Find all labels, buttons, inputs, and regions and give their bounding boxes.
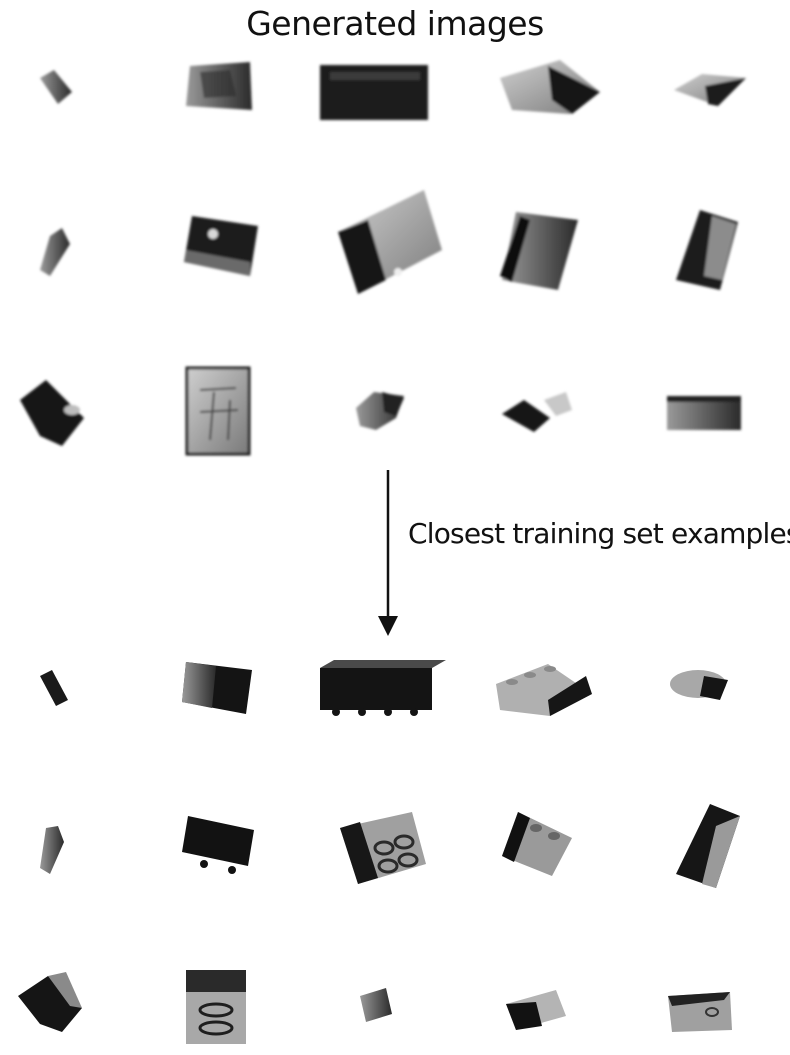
generated-image [338, 190, 442, 294]
generated-image [185, 366, 251, 456]
figure-title: Generated images [246, 4, 544, 43]
training-example [40, 826, 64, 874]
training-example [320, 660, 446, 716]
generated-image [500, 212, 578, 290]
down-arrow [378, 470, 398, 636]
generated-image [674, 74, 746, 106]
generated-image [320, 65, 428, 120]
training-example [506, 990, 566, 1030]
training-example [496, 664, 592, 716]
generated-image [502, 392, 572, 432]
training-example [182, 816, 254, 874]
training-example [502, 812, 572, 876]
arrow-label: Closest training set examples [408, 517, 790, 550]
training-example [670, 670, 728, 700]
generated-image [356, 392, 404, 430]
generated-images-grid [20, 60, 746, 456]
training-example [340, 812, 426, 884]
training-example [676, 804, 740, 888]
generated-image [676, 210, 738, 290]
training-example [182, 662, 252, 714]
training-examples-grid [18, 660, 740, 1044]
generated-image [40, 228, 70, 276]
training-example [18, 972, 82, 1032]
generated-image [186, 62, 252, 110]
training-example [360, 988, 392, 1022]
training-example [668, 992, 732, 1032]
generated-image [667, 396, 741, 430]
generated-image [20, 380, 84, 446]
training-example [186, 970, 246, 1044]
generated-image [184, 216, 258, 276]
generated-image [500, 60, 600, 114]
generated-image [40, 70, 72, 104]
training-example [40, 670, 68, 706]
